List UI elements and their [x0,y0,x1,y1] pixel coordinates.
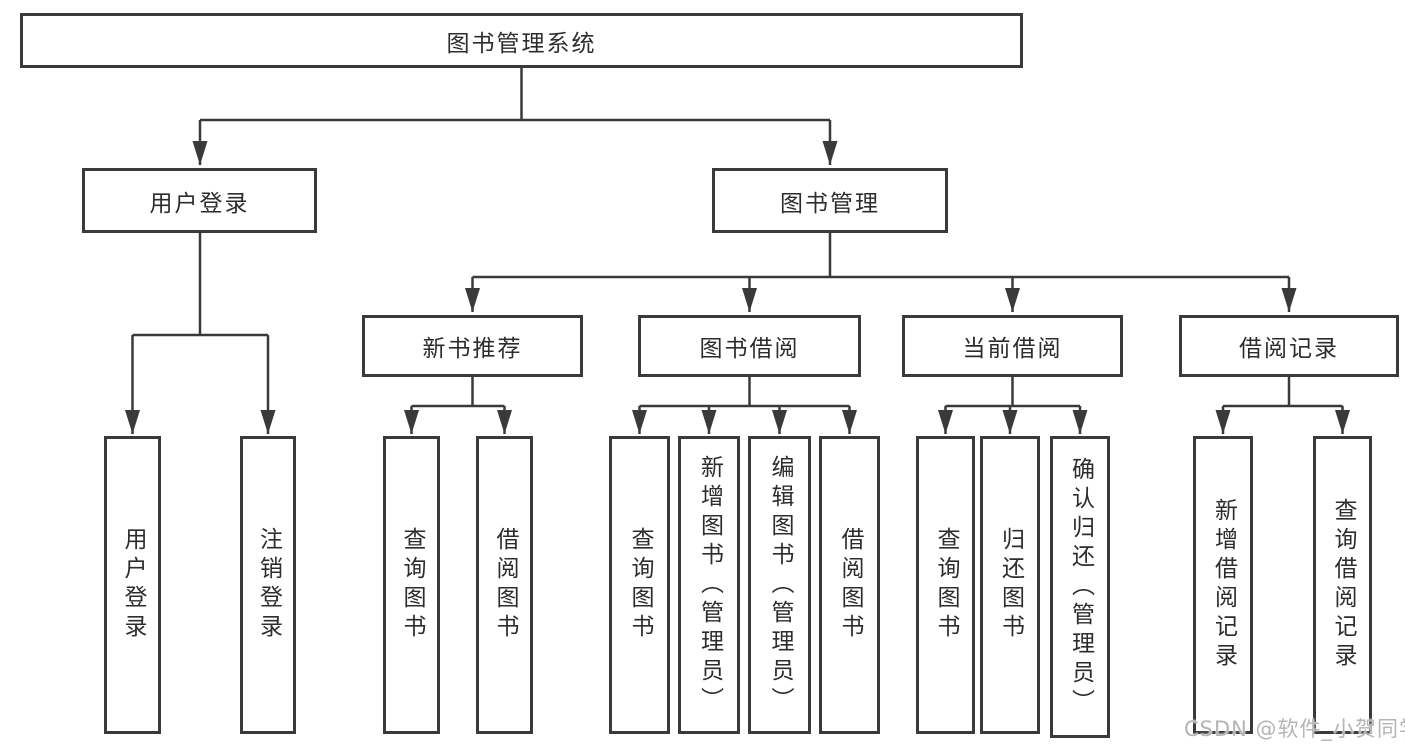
node-borrow-records: 借阅记录 [1179,315,1399,377]
leaf-query-books-recommend: 查询图书 [383,436,440,734]
leaf-confirm-return-admin: 确认归还（管理员） [1050,436,1110,738]
leaf-query-books-borrow: 查询图书 [609,436,670,734]
csdn-watermark: CSDN @软件_小贺同学 [1184,717,1405,741]
node-current-borrow: 当前借阅 [902,315,1123,377]
node-new-book-recommend: 新书推荐 [362,315,583,377]
connector-user-login-children [125,233,276,434]
connector-book-borrow-children [632,377,857,434]
connector-borrow-records-children [1215,377,1350,434]
leaf-borrow-books: 借阅图书 [819,436,880,734]
leaf-edit-book-admin: 编辑图书（管理员） [748,436,811,734]
leaf-add-borrow-record: 新增借阅记录 [1193,436,1253,734]
connector-book-management-children [465,233,1297,312]
leaf-borrow-books-recommend: 借阅图书 [476,436,533,734]
connector-root-to-level2 [192,68,838,165]
leaf-add-book-admin: 新增图书（管理员） [678,436,740,734]
leaf-user-login: 用户登录 [104,436,161,734]
node-library-management-system: 图书管理系统 [20,13,1023,68]
leaf-return-book: 归还图书 [980,436,1040,734]
leaf-query-books-current: 查询图书 [916,436,975,734]
node-book-management: 图书管理 [712,168,948,233]
node-user-login: 用户登录 [82,168,317,233]
connector-new-book-children [404,377,512,434]
leaf-logout: 注销登录 [240,436,296,734]
node-book-borrow: 图书借阅 [638,315,861,377]
leaf-query-borrow-record: 查询借阅记录 [1313,436,1372,734]
connector-current-borrow-children [938,377,1088,434]
